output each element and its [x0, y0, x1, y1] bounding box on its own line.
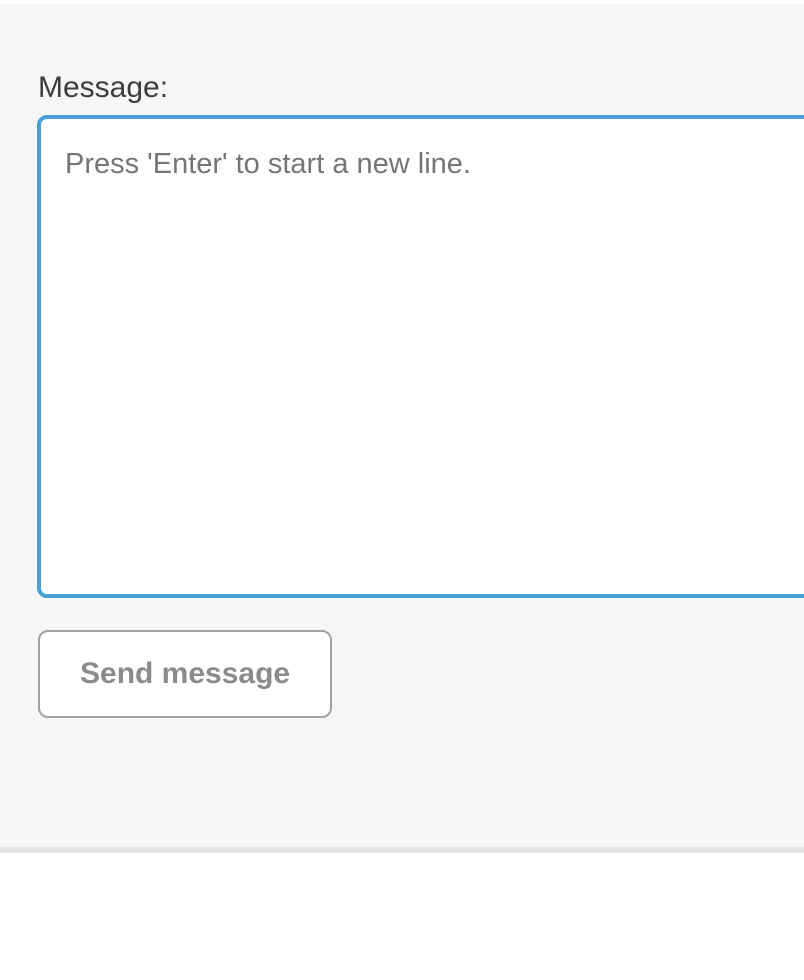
cell-divider [0, 847, 804, 853]
send-message-button[interactable]: Send message [38, 630, 333, 718]
top-spacer [0, 0, 804, 4]
next-cell-area [0, 853, 804, 980]
message-textarea[interactable] [37, 115, 804, 598]
message-widget-panel: Message: Send message [0, 4, 804, 847]
message-label: Message: [38, 71, 169, 104]
